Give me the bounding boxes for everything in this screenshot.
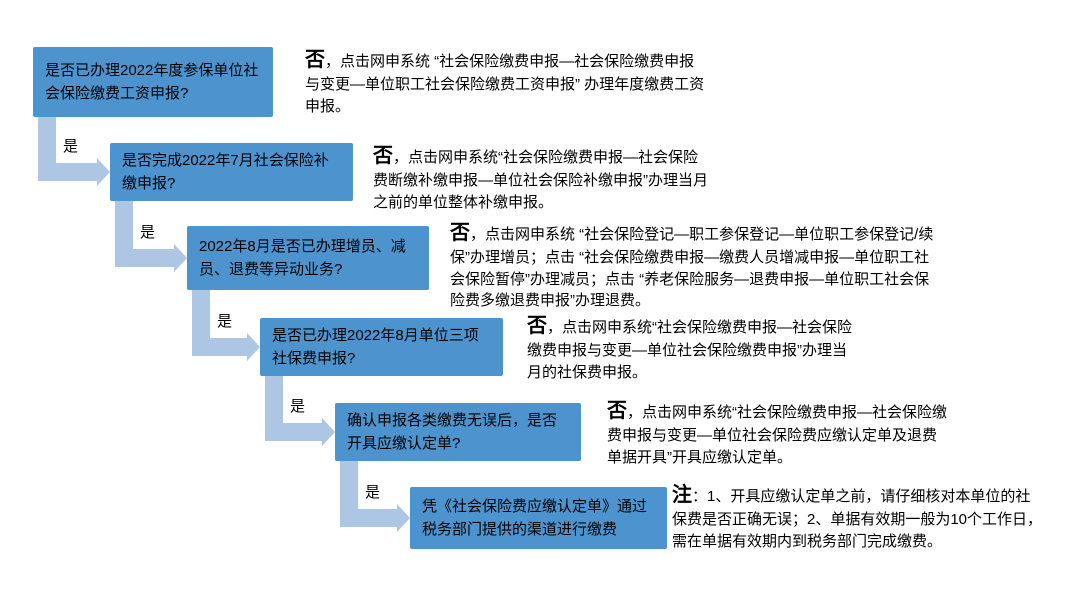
question-box-3: 2022年8月是否已办理增员、减员、退费等异动业务? [187,226,429,290]
no-instruction-2: 否，点击网申系统“社会保险缴费申报—社会保险费断缴补缴申报—单位社会保险补缴申报… [373,142,709,213]
no-label-3: 否 [450,222,470,244]
question-box-4: 是否已办理2022年8月单位三项社保费申报? [260,318,503,376]
arrow-horizontal-bar [38,163,97,181]
question-text-3: 2022年8月是否已办理增员、减员、退费等异动业务? [199,237,406,278]
question-box-5: 确认申报各类缴费无误后，是否开具应缴认定单? [335,403,581,461]
no-text-3: ，点击网申系统 “社会保险登记—职工参保登记—单位职工参保登记/续保”办理增员；… [450,226,934,309]
arrow-horizontal-bar [192,338,247,356]
no-text-2: ，点击网申系统“社会保险缴费申报—社会保险费断缴补缴申报—单位社会保险补缴申报”… [373,149,708,211]
arrow-horizontal-bar [265,423,322,441]
note-text: ：1、开具应缴认定单之前，请仔细核对本单位的社保费是否正确无误；2、单据有效期一… [672,488,1043,550]
yes-arrow-4: 是 [265,376,335,446]
arrow-head-icon [397,504,410,532]
note-label: 注 [672,484,692,506]
yes-label-3: 是 [217,313,233,330]
no-instruction-3: 否，点击网申系统 “社会保险登记—职工参保登记—单位职工参保登记/续保”办理增员… [450,219,940,311]
final-action-text: 凭《社会保险费应缴认定单》通过税务部门提供的渠道进行缴费 [422,497,648,538]
yes-label-2: 是 [140,224,156,241]
yes-label-5: 是 [365,484,381,501]
arrow-head-icon [247,333,260,361]
no-instruction-4: 否，点击网申系统“社会保险缴费申报—社会保险缴费申报与变更—单位社会保险缴费申报… [527,312,857,383]
no-instruction-1: 否，点击网申系统 “社会保险缴费申报—社会保险缴费申报与变更—单位职工社会保险缴… [305,46,707,117]
question-text-1: 是否已办理2022年度参保单位社会保险缴费工资申报? [45,61,259,102]
no-instruction-5: 否，点击网申系统“社会保险缴费申报—社会保险缴费申报与变更—单位社会保险费应缴认… [607,397,947,468]
yes-arrow-3: 是 [192,290,260,361]
no-label-4: 否 [527,315,547,337]
question-text-4: 是否已办理2022年8月单位三项社保费申报? [272,326,479,367]
yes-label-4: 是 [290,398,306,415]
question-text-2: 是否完成2022年7月社会保险补缴申报? [122,151,329,192]
question-text-5: 确认申报各类缴费无误后，是否开具应缴认定单? [347,411,558,452]
arrow-head-icon [97,158,110,186]
no-text-1: ，点击网申系统 “社会保险缴费申报—社会保险缴费申报与变更—单位职工社会保险缴费… [305,53,705,115]
no-text-5: ，点击网申系统“社会保险缴费申报—社会保险缴费申报与变更—单位社会保险费应缴认定… [607,404,947,466]
question-box-2: 是否完成2022年7月社会保险补缴申报? [110,143,353,201]
final-note: 注：1、开具应缴认定单之前，请仔细核对本单位的社保费是否正确无误；2、单据有效期… [672,481,1044,552]
no-label-5: 否 [607,400,627,422]
no-label-1: 否 [305,49,325,71]
yes-label-1: 是 [63,138,79,155]
arrow-horizontal-bar [340,509,397,527]
no-text-4: ，点击网申系统“社会保险缴费申报—社会保险缴费申报与变更—单位社会保险缴费申报”… [527,319,852,381]
arrow-head-icon [322,418,335,446]
arrow-head-icon [174,244,187,272]
arrow-horizontal-bar [115,249,174,267]
yes-arrow-2: 是 [115,201,187,272]
question-box-1: 是否已办理2022年度参保单位社会保险缴费工资申报? [33,47,273,117]
yes-arrow-5: 是 [340,461,410,532]
no-label-2: 否 [373,145,393,167]
yes-arrow-1: 是 [38,117,110,186]
final-action-box: 凭《社会保险费应缴认定单》通过税务部门提供的渠道进行缴费 [410,487,667,549]
